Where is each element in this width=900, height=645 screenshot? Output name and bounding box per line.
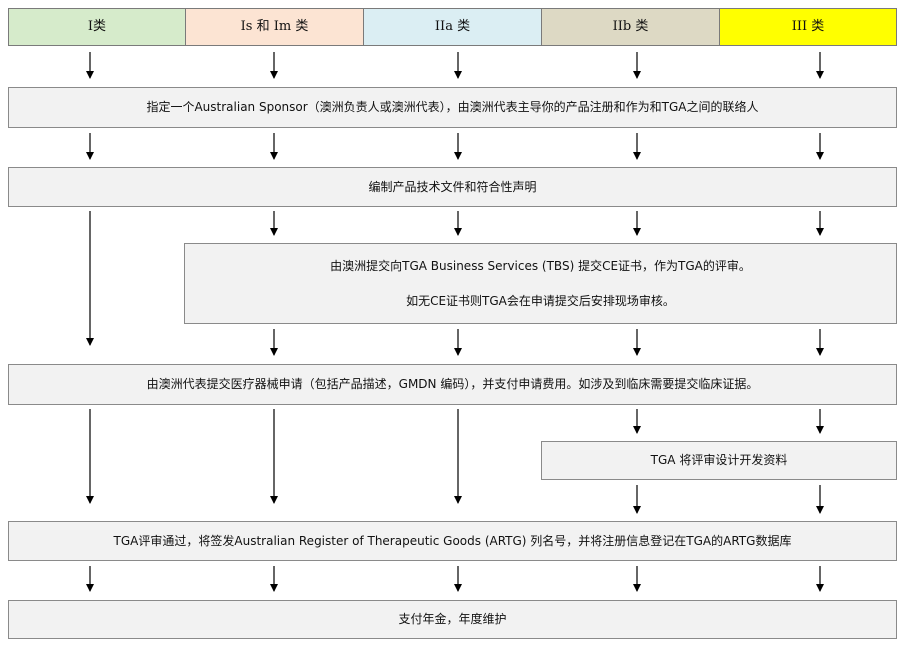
header-class-is-im: Is 和 Im 类 <box>185 8 364 46</box>
header-label: IIb 类 <box>612 19 649 35</box>
step-text: TGA 将评审设计开发资料 <box>650 453 788 468</box>
header-class-iii: III 类 <box>719 8 897 46</box>
step-ce-certificate: 由澳洲提交向TGA Business Services (TBS) 提交CE证书… <box>184 243 897 324</box>
step-technical-file: 编制产品技术文件和符合性声明 <box>8 167 897 207</box>
step-text: TGA评审通过，将签发Australian Register of Therap… <box>113 533 792 548</box>
header-label: IIa 类 <box>434 19 471 35</box>
step-artg-listing: TGA评审通过，将签发Australian Register of Therap… <box>8 521 897 561</box>
header-class-iia: IIa 类 <box>363 8 542 46</box>
step-annual-maintenance: 支付年金，年度维护 <box>8 600 897 639</box>
step-text-line2: 如无CE证书则TGA会在申请提交后安排现场审核。 <box>406 293 675 308</box>
step-text: 支付年金，年度维护 <box>398 612 507 627</box>
step-text-line1: 由澳洲提交向TGA Business Services (TBS) 提交CE证书… <box>330 259 751 274</box>
step-text: 由澳洲代表提交医疗器械申请（包括产品描述，GMDN 编码），并支付申请费用。如涉… <box>146 377 759 392</box>
step-device-application: 由澳洲代表提交医疗器械申请（包括产品描述，GMDN 编码），并支付申请费用。如涉… <box>8 364 897 405</box>
step-text: 编制产品技术文件和符合性声明 <box>368 179 537 194</box>
header-label: I类 <box>87 19 107 35</box>
header-label: Is 和 Im 类 <box>240 19 309 35</box>
step-appoint-sponsor: 指定一个Australian Sponsor（澳洲负责人或澳洲代表），由澳洲代表… <box>8 87 897 128</box>
header-class-i: I类 <box>8 8 186 46</box>
step-text: 指定一个Australian Sponsor（澳洲负责人或澳洲代表），由澳洲代表… <box>146 100 759 115</box>
step-design-review: TGA 将评审设计开发资料 <box>541 441 897 480</box>
header-class-iib: IIb 类 <box>541 8 720 46</box>
header-label: III 类 <box>791 19 825 35</box>
